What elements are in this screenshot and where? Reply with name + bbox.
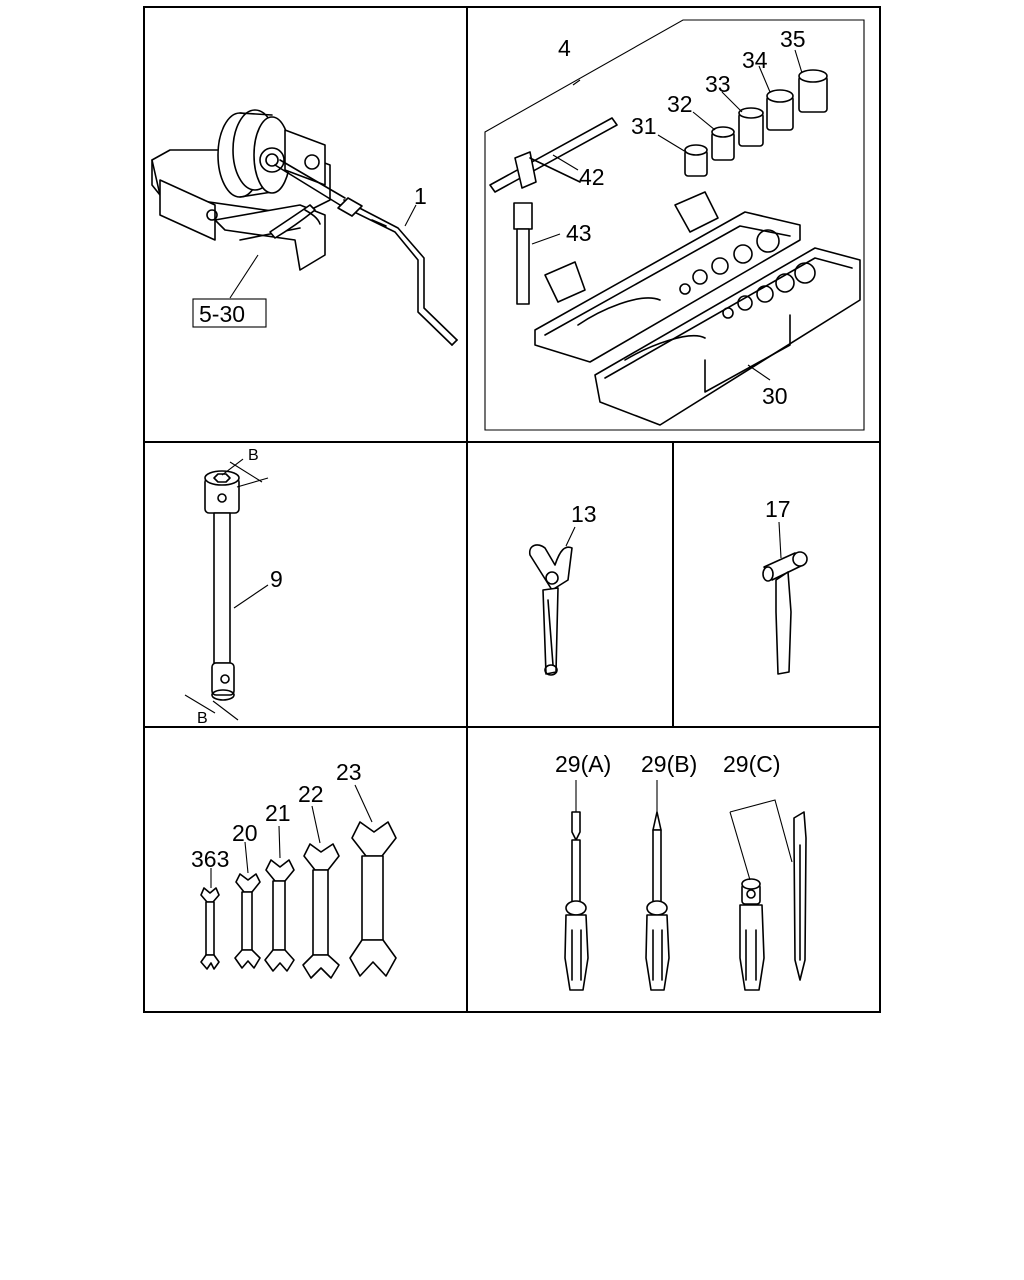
tommy-bar-drawing (489, 117, 618, 193)
callout-crank-handle: 1 (414, 183, 427, 209)
callout-tool-kit-set: 4 (558, 35, 571, 61)
callout-extension-bar: 43 (566, 220, 592, 246)
panel-adjustable-wrench: 13 (528, 501, 597, 676)
panel-screwdrivers: 29(A) 29(B) 29(C) (555, 751, 807, 991)
callout-socket-33: 33 (705, 71, 731, 97)
panel-grid (143, 6, 881, 1013)
spanner-20-drawing (234, 841, 261, 969)
callout-screwdriver-c: 29(C) (723, 751, 781, 777)
callout-winch-ref: 5-30 (199, 301, 245, 327)
dimension-b-drawing (184, 458, 269, 721)
socket-35 (794, 49, 828, 113)
tool-case-drawing (534, 191, 861, 426)
extension-bar-drawing (513, 202, 561, 305)
callout-wheel-brace: 9 (270, 566, 283, 592)
callout-spanner-23: 23 (336, 759, 362, 785)
spanner-363-drawing (200, 868, 220, 970)
callout-spanner-20: 20 (232, 820, 258, 846)
callout-screwdriver-b: 29(B) (641, 751, 697, 777)
spanner-22-drawing (302, 805, 340, 979)
callout-socket-35: 35 (780, 26, 806, 52)
winch-drawing (151, 109, 346, 328)
callout-adjustable-wrench: 13 (571, 501, 597, 527)
panel-hammer: 17 (762, 496, 808, 675)
callout-spanner-21: 21 (265, 800, 291, 826)
screwdriver-c-drawing (729, 799, 807, 991)
callout-tommy-bar: 42 (579, 164, 605, 190)
wheel-brace-drawing (204, 470, 269, 701)
panel-tool-kit: 4 35 34 33 32 31 42 43 30 (484, 19, 865, 431)
socket-33 (721, 91, 764, 147)
kit-boundary (484, 19, 865, 431)
callout-spanner-22: 22 (298, 781, 324, 807)
callout-dimension-b-top: B (248, 447, 259, 464)
callout-screwdriver-a: 29(A) (555, 751, 611, 777)
callout-tool-case: 30 (762, 383, 788, 409)
adjustable-wrench-drawing (528, 526, 576, 676)
spanner-23-drawing (349, 784, 397, 977)
socket-34 (758, 65, 794, 131)
callout-socket-34: 34 (742, 47, 768, 73)
crank-handle-drawing (337, 197, 458, 346)
callout-hammer: 17 (765, 496, 791, 522)
callout-dimension-b-bottom: B (197, 710, 208, 727)
panel-winch-crank: 1 5-30 (151, 109, 458, 346)
callout-socket-32: 32 (667, 91, 693, 117)
screwdriver-b-drawing (645, 780, 670, 991)
screwdriver-a-drawing (564, 780, 589, 991)
callout-socket-31: 31 (631, 113, 657, 139)
socket-32 (692, 111, 735, 161)
callout-spanner-363: 363 (191, 846, 229, 872)
spanner-21-drawing (264, 825, 295, 972)
panel-spanners: 363 20 21 22 23 (191, 759, 397, 979)
panel-wheel-brace: 9 B B (184, 447, 283, 727)
socket-31 (657, 134, 708, 177)
sockets-drawing (657, 49, 828, 177)
hammer-drawing (762, 521, 808, 675)
